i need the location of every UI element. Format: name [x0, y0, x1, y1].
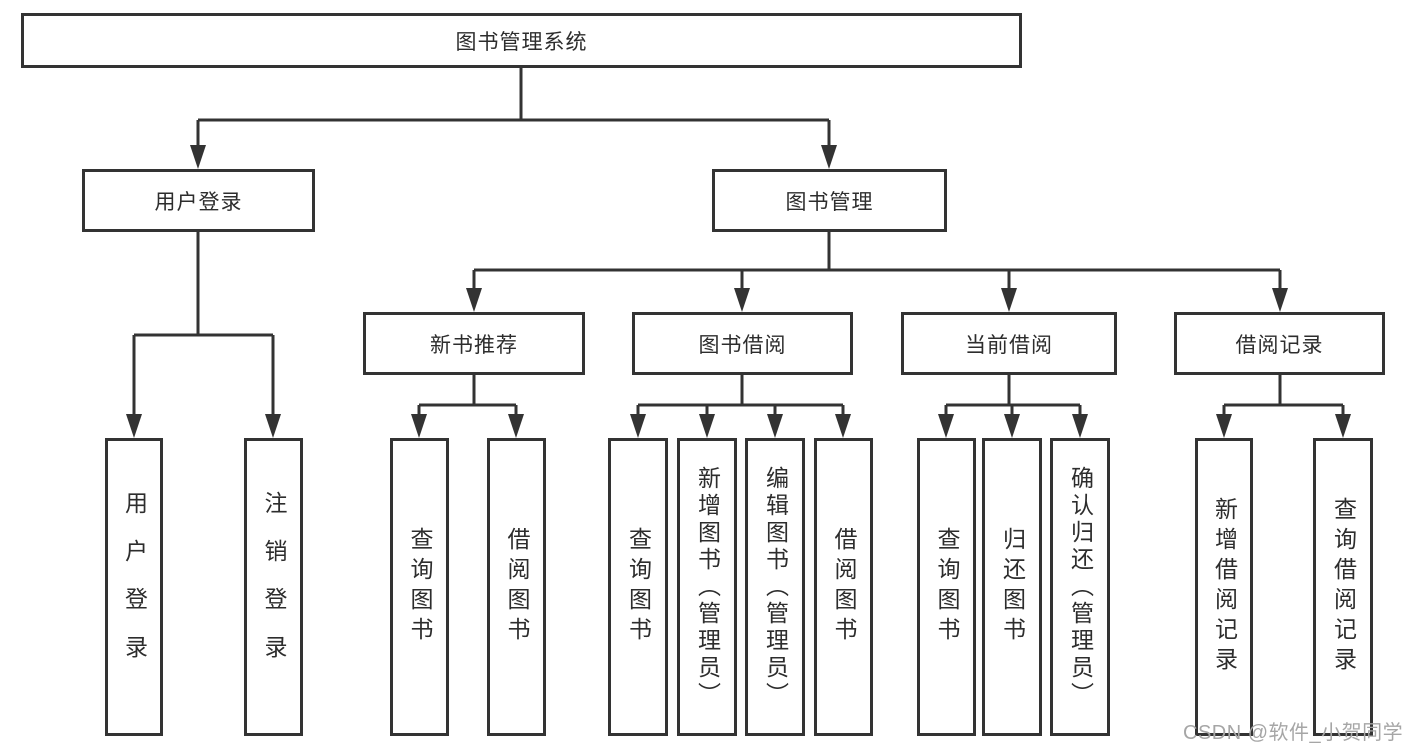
connector-book-management-to-level3 — [466, 232, 1288, 312]
leaf-current-confirm-return-admin: 确认归还（管理员） — [1050, 438, 1110, 736]
arrow-down-icon — [835, 414, 851, 438]
leaf-borrow-query-books: 查询图书 — [608, 438, 668, 736]
arrow-down-icon — [767, 414, 783, 438]
arrow-down-icon — [821, 145, 837, 169]
leaf-records-query-record: 查询借阅记录 — [1313, 438, 1373, 736]
arrow-down-icon — [734, 288, 750, 312]
leaf-current-query-books: 查询图书 — [917, 438, 976, 736]
connector-borrow-records-to-children — [1216, 375, 1351, 438]
leaf-logout: 注销登录 — [244, 438, 303, 736]
arrow-down-icon — [1335, 414, 1351, 438]
node-current-borrow: 当前借阅 — [901, 312, 1117, 375]
leaf-newbook-query-books: 查询图书 — [390, 438, 449, 736]
arrow-down-icon — [1001, 288, 1017, 312]
leaf-borrow-borrow-books: 借阅图书 — [814, 438, 873, 736]
connector-root-to-level2 — [190, 68, 837, 169]
arrow-down-icon — [466, 288, 482, 312]
arrow-down-icon — [1272, 288, 1288, 312]
arrow-down-icon — [508, 414, 524, 438]
connector-book-borrow-to-children — [630, 375, 851, 438]
leaf-newbook-borrow-books: 借阅图书 — [487, 438, 546, 736]
arrow-down-icon — [699, 414, 715, 438]
node-root-system: 图书管理系统 — [21, 13, 1022, 68]
arrow-down-icon — [265, 414, 281, 438]
csdn-watermark: CSDN @软件_小贺同学 — [1183, 722, 1404, 744]
arrow-down-icon — [1216, 414, 1232, 438]
connector-new-book-recommend-to-children — [411, 375, 524, 438]
arrow-down-icon — [938, 414, 954, 438]
node-user-login: 用户登录 — [82, 169, 315, 232]
node-borrow-records: 借阅记录 — [1174, 312, 1385, 375]
leaf-current-return-books: 归还图书 — [982, 438, 1042, 736]
arrow-down-icon — [411, 414, 427, 438]
leaf-records-add-record: 新增借阅记录 — [1195, 438, 1253, 736]
arrow-down-icon — [1004, 414, 1020, 438]
arrow-down-icon — [630, 414, 646, 438]
connector-current-borrow-to-children — [938, 375, 1088, 438]
connector-user-login-to-children — [126, 232, 281, 438]
arrow-down-icon — [126, 414, 142, 438]
node-new-book-recommend: 新书推荐 — [363, 312, 585, 375]
leaf-user-login: 用户登录 — [105, 438, 163, 736]
node-book-management: 图书管理 — [712, 169, 947, 232]
arrow-down-icon — [190, 145, 206, 169]
node-book-borrow: 图书借阅 — [632, 312, 853, 375]
leaf-borrow-edit-books-admin: 编辑图书（管理员） — [745, 438, 805, 736]
arrow-down-icon — [1072, 414, 1088, 438]
leaf-borrow-add-books-admin: 新增图书（管理员） — [677, 438, 737, 736]
